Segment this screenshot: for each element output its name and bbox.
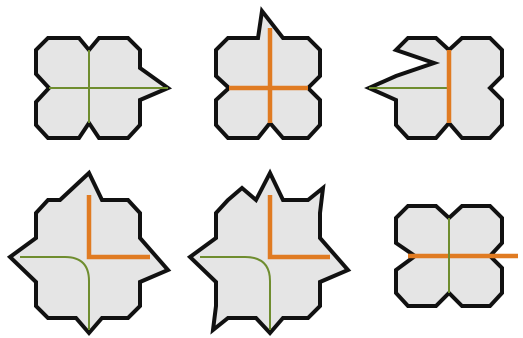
tile-1[interactable] [36,38,168,138]
tile-3[interactable] [369,38,502,138]
tile-6[interactable] [396,206,518,306]
tile-4[interactable] [10,173,168,333]
tile-2[interactable] [216,11,320,138]
tile-5[interactable] [190,173,348,333]
